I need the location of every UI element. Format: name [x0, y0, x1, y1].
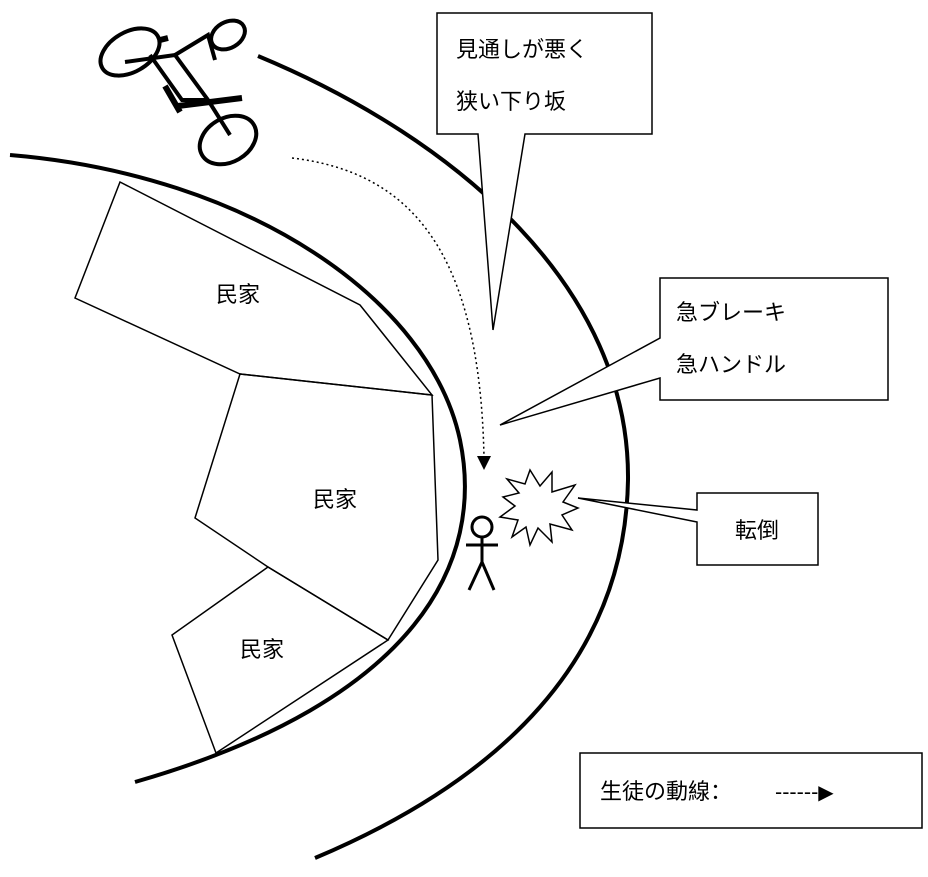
action-text-line1: 急ブレーキ: [676, 301, 786, 326]
warning-text-line1: 見通しが悪く: [456, 38, 588, 63]
house-3-label: 民家: [240, 638, 284, 663]
road-outer-edge: [257, 54, 631, 860]
legend-label: 生徒の動線：: [600, 780, 732, 805]
fall-callout-box: [577, 492, 819, 566]
warning-callout-box: [436, 12, 653, 331]
house-1-label: 民家: [216, 283, 260, 308]
person-icon: [466, 515, 498, 591]
student-path-arrowhead: [477, 456, 491, 470]
road-inner-edge: [9, 153, 467, 784]
bicycle-icon: [98, 18, 259, 167]
legend-arrow: ------▶: [775, 780, 834, 804]
legend-box: [579, 752, 923, 829]
action-text-line2: 急ハンドル: [676, 353, 786, 378]
crash-burst-icon: [498, 468, 580, 548]
house-2-label: 民家: [313, 488, 357, 513]
action-callout-box: [499, 277, 889, 426]
fall-text: 転倒: [735, 519, 779, 544]
student-path-line: [291, 157, 485, 459]
house-3: [171, 566, 390, 755]
warning-text-line2: 狭い下り坂: [456, 90, 566, 115]
